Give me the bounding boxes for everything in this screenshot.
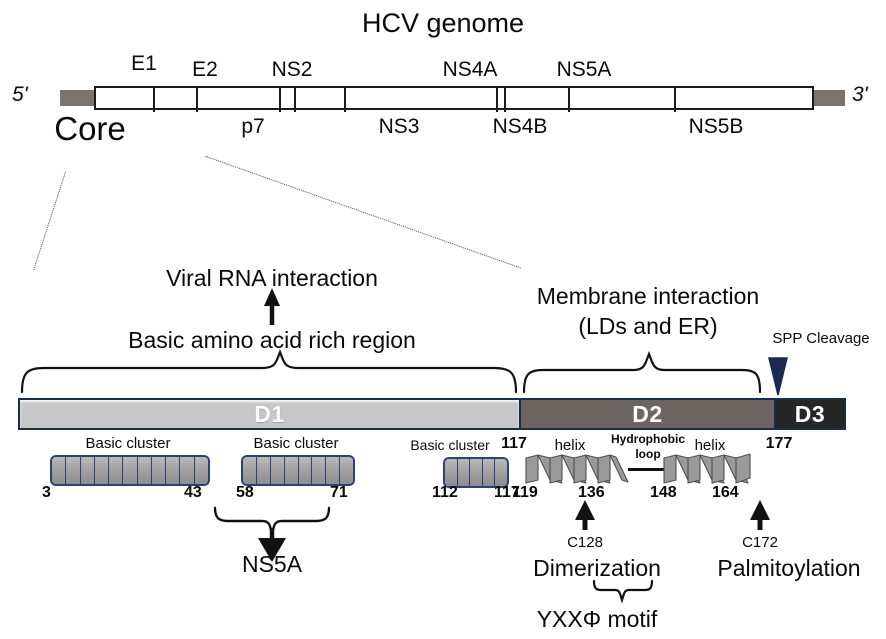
brace-yxxphi: [592, 579, 654, 604]
domain-d2-label: D2: [632, 400, 663, 427]
domain-d1: D1: [20, 400, 519, 428]
c128-residue-label: C128: [567, 534, 603, 551]
palmitoylation-arrow: [750, 500, 770, 530]
three-prime-label: 3': [852, 83, 868, 106]
five-prime-label: 5': [12, 83, 28, 106]
genome-label-p7: p7: [241, 115, 265, 138]
dimerization-arrow: [575, 500, 595, 530]
genome-label-core: Core: [54, 110, 126, 147]
genome-label-ns5b: NS5B: [688, 115, 744, 138]
yxxphi-motif-label: YXXΦ motif: [536, 606, 658, 632]
brace-d2: [522, 351, 762, 394]
helix-shape-1: [524, 452, 630, 486]
helix-label-2: helix: [694, 437, 726, 454]
genome-label-ns4a: NS4A: [442, 58, 498, 81]
genome-divider-e2-p7: [279, 88, 281, 112]
spp-cleavage-marker: [768, 357, 788, 396]
basic-cluster-label-2: Basic cluster: [253, 435, 339, 452]
hydrophobic-loop-label-line1: Hydrophobic: [611, 432, 685, 446]
hydrophobic-loop-line: [628, 468, 666, 471]
genome-divider-ns4b-ns5a: [568, 88, 570, 112]
residue-148: 148: [650, 484, 677, 501]
genome-divider-ns4a-ns4b: [504, 88, 506, 112]
palmitoylation-label: Palmitoylation: [717, 555, 861, 581]
genome-divider-ns2-ns3: [344, 88, 346, 112]
residue-43: 43: [184, 484, 202, 501]
five-prime-utr: [60, 90, 97, 106]
residue-117-bottom: 117: [494, 484, 520, 501]
residue-3: 3: [42, 484, 51, 501]
hydrophobic-loop-label-line2: loop: [635, 447, 661, 461]
helix-shape-2: [662, 452, 756, 486]
basic-cluster-barrel-3: [443, 457, 509, 488]
genome-label-ns2: NS2: [271, 58, 313, 81]
c172-residue-label: C172: [742, 534, 778, 551]
brace-ns5a: [213, 506, 331, 535]
three-prime-utr: [808, 90, 845, 106]
basic-cluster-barrel-1: [50, 455, 210, 486]
residue-112: 112: [432, 484, 458, 501]
connector-line-right: [205, 156, 521, 269]
basic-region-label: Basic amino acid rich region: [128, 327, 416, 353]
ns5a-annotation-label: NS5A: [241, 551, 303, 577]
core-domain-bar: D1 D2 D3: [18, 398, 846, 430]
dimerization-label: Dimerization: [533, 555, 661, 581]
genome-divider-p7-ns2: [294, 88, 296, 112]
viral-rna-arrow: [264, 288, 280, 325]
genome-bar: [60, 86, 845, 112]
genome-divider-e1-e2: [196, 88, 198, 112]
basic-cluster-label-3: Basic cluster: [410, 437, 490, 453]
residue-177: 177: [765, 435, 793, 452]
residue-71: 71: [330, 484, 348, 501]
domain-d1-label: D1: [254, 400, 285, 427]
genome-divider-core-e1: [153, 88, 155, 112]
domain-d2: D2: [519, 400, 774, 428]
genome-label-e2: E2: [192, 58, 218, 81]
membrane-interaction-label: Membrane interaction: [536, 283, 760, 309]
domain-d3: D3: [774, 400, 844, 428]
residue-117-top: 117: [501, 435, 527, 452]
genome-label-e1: E1: [131, 52, 157, 75]
residue-136: 136: [578, 484, 605, 501]
residue-119: 119: [512, 484, 538, 501]
spp-cleavage-label: SPP Cleavage: [772, 330, 870, 347]
residue-58: 58: [236, 484, 254, 501]
connector-line-left: [33, 171, 66, 270]
genome-divider-ns3-ns4a: [496, 88, 498, 112]
basic-cluster-label-1: Basic cluster: [85, 435, 171, 452]
genome-orf: [94, 86, 814, 112]
viral-rna-interaction-label: Viral RNA interaction: [166, 265, 378, 291]
residue-164: 164: [712, 484, 739, 501]
genome-label-ns3: NS3: [378, 115, 420, 138]
domain-d3-label: D3: [794, 400, 826, 427]
helix-label-1: helix: [554, 437, 586, 454]
basic-cluster-barrel-2: [241, 455, 355, 486]
brace-d1: [20, 349, 518, 394]
genome-label-ns5a: NS5A: [556, 58, 612, 81]
genome-divider-ns5a-ns5b: [674, 88, 676, 112]
genome-title: HCV genome: [361, 8, 525, 38]
genome-label-ns4b: NS4B: [492, 115, 548, 138]
membrane-interaction-sub-label: (LDs and ER): [578, 313, 718, 339]
